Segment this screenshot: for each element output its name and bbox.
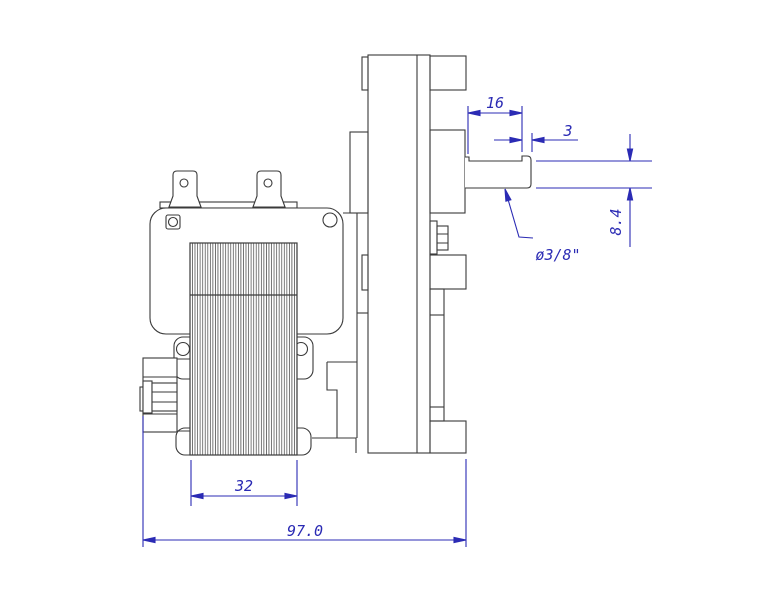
dim-shaft-flat-length [467, 106, 523, 154]
bolt-washer [429, 220, 438, 255]
dim-shaft-tip-length [494, 133, 578, 152]
lamination-hatch [190, 243, 297, 455]
mounting-tab-bottom [429, 420, 467, 454]
stator-stack [189, 242, 298, 456]
bracket-links [177, 358, 190, 432]
gearbox-flange-mid-left [361, 254, 369, 291]
shaft-diameter-leader [504, 188, 534, 239]
shaft-boss [429, 129, 466, 214]
bolt-head-facets [437, 233, 448, 244]
gearbox-flange-top-left [361, 56, 369, 91]
gearbox-plate [367, 54, 431, 454]
ear-screw-left [175, 341, 191, 357]
dim-overall-length [142, 416, 467, 547]
dim-32-label: 32 [234, 477, 253, 495]
mounting-tab-top [429, 55, 467, 91]
dim-3-label: 3 [562, 122, 572, 140]
gearbox-housing [312, 54, 532, 454]
spade-terminal-right [252, 170, 286, 208]
dimension-lines [142, 106, 652, 547]
shaft-diameter-label: ø3/8" [535, 246, 580, 264]
dim-shaft-across-flat [536, 134, 652, 247]
dimension-labels: 16 3 8.4 ø3/8" 32 97.0 [234, 94, 625, 540]
bracket-bolt-washer [142, 380, 153, 414]
dim-97-label: 97.0 [287, 522, 323, 540]
plate-screw-left [167, 216, 179, 228]
bolt-head [436, 225, 449, 251]
dim-8-4-label: 8.4 [607, 208, 625, 235]
bracket-bolt-head [151, 382, 178, 412]
plate-screw-left-head [165, 214, 181, 230]
dim-stator-width [190, 460, 298, 506]
output-shaft [465, 155, 532, 189]
housing-rib [429, 288, 445, 422]
stack-outline [189, 242, 298, 456]
spade-terminal-left [168, 170, 202, 208]
can-flange [349, 131, 369, 214]
terminal-hole-left [179, 178, 189, 188]
dim-16-label: 16 [486, 94, 504, 112]
lower-bracket [312, 361, 357, 453]
plate-screw-right [322, 212, 338, 228]
mount-bracket-assembly [139, 357, 190, 433]
bracket-bolt-facets [152, 391, 177, 403]
terminal-hole-right [263, 178, 273, 188]
bearing-block [429, 254, 467, 290]
bracket-section-lines [143, 376, 177, 415]
